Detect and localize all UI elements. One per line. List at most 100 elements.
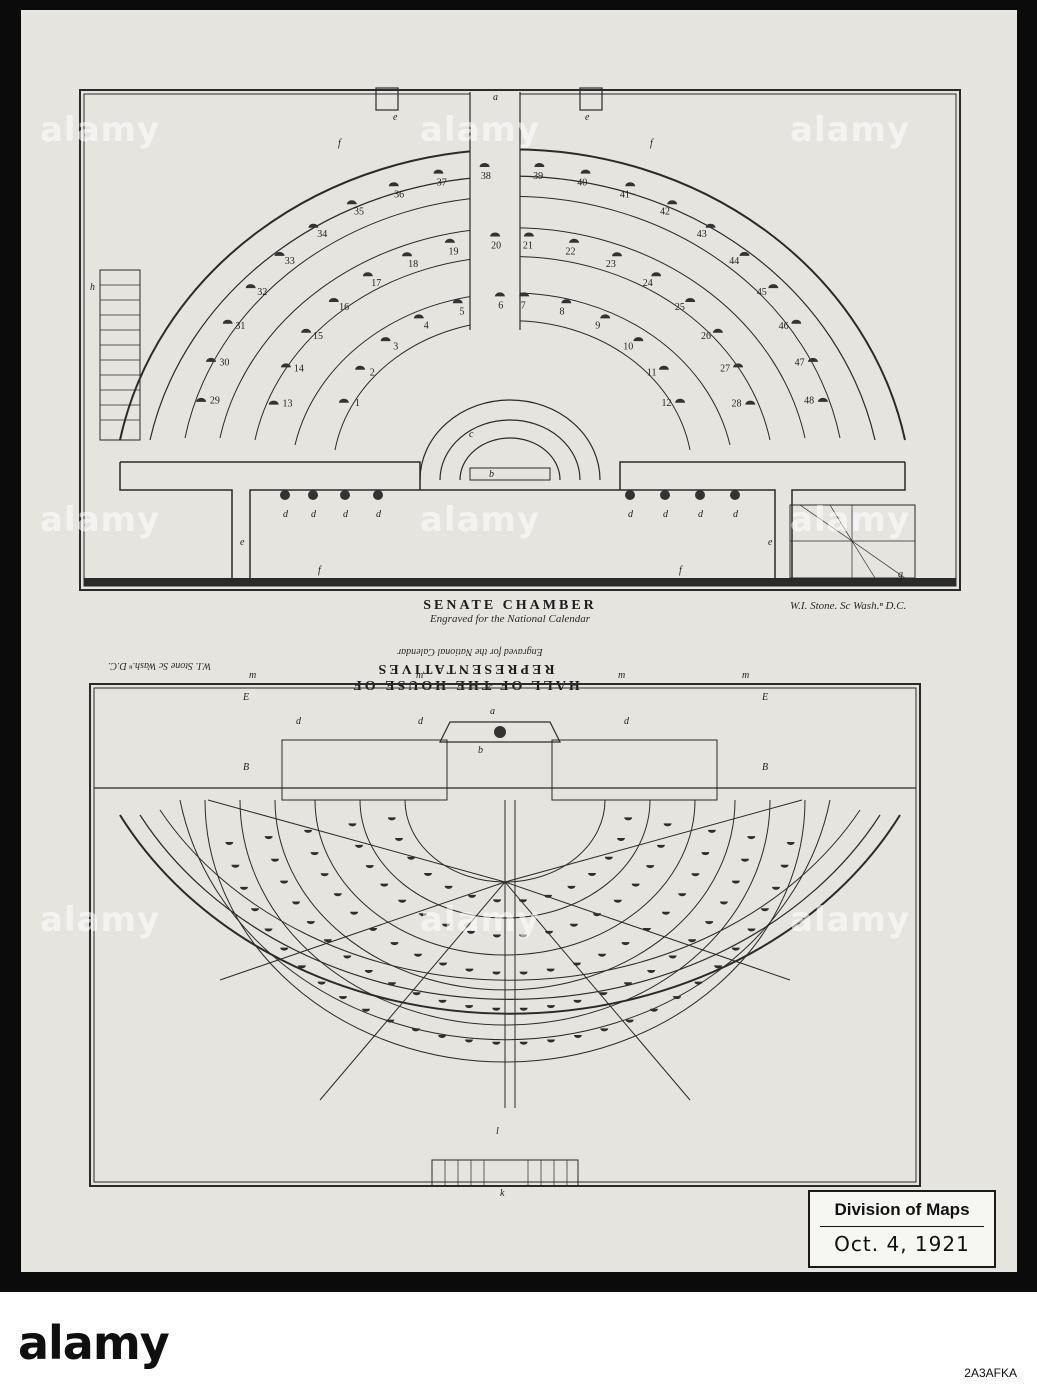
house-label-B-1: B xyxy=(243,762,249,773)
house-label-d-1: d xyxy=(296,716,302,727)
house-desk-icon xyxy=(760,908,769,912)
senate-desk-icon xyxy=(612,252,622,257)
house-desk-icon xyxy=(668,955,677,959)
house-desk-icon xyxy=(588,873,596,876)
senate-seat-number: 2 xyxy=(370,368,375,379)
senate-desk-icon xyxy=(338,398,349,403)
house-desk-icon xyxy=(673,996,681,1000)
house-desk-icon xyxy=(264,836,273,840)
senate-desk-icon xyxy=(685,298,696,302)
house-desk-icon xyxy=(388,982,396,986)
senate-desk-icon xyxy=(705,223,716,228)
label-f-3: f xyxy=(338,138,342,149)
niche-left xyxy=(375,87,399,111)
house-desk-icon xyxy=(519,934,528,938)
house-desk-icon xyxy=(573,999,582,1003)
house-desk-icon xyxy=(518,899,527,903)
house-desk-icon xyxy=(599,992,608,996)
label-c: c xyxy=(469,429,474,440)
house-desk-icon xyxy=(707,829,716,833)
house-desk-icon xyxy=(438,1035,447,1038)
house-desk-icon xyxy=(419,913,427,917)
senate-seat-number: 1 xyxy=(355,398,360,409)
house-desk-icon xyxy=(621,942,630,946)
house-desk-icon xyxy=(572,962,581,966)
house-desk-icon xyxy=(624,817,633,821)
house-desk-icon xyxy=(468,894,476,898)
niche-right xyxy=(579,87,603,111)
senate-title: SENATE CHAMBER xyxy=(423,598,597,613)
house-desk-icon xyxy=(598,953,606,957)
house-desk-icon xyxy=(231,864,240,868)
house-label-B-2: B xyxy=(762,762,768,773)
house-desk-icon xyxy=(386,1019,395,1023)
house-desk-icon xyxy=(387,817,396,821)
label-d-7: d xyxy=(698,509,704,520)
label-d-1: d xyxy=(283,509,289,520)
house-desk-icon xyxy=(251,908,260,912)
house-desk-icon xyxy=(731,880,740,884)
house-desk-icon xyxy=(439,962,448,966)
senate-desk-icon xyxy=(301,328,312,333)
senate-desk-icon xyxy=(768,284,779,289)
label-h: h xyxy=(90,282,95,293)
senate-desk-icon xyxy=(490,232,501,237)
house-desk-icon xyxy=(350,911,359,915)
house-desk-icon xyxy=(656,844,665,848)
senate-seat-number: 7 xyxy=(521,300,526,311)
senate-seat-number: 33 xyxy=(285,256,295,267)
house-desk-icon xyxy=(624,982,632,986)
house-desk-icon xyxy=(613,899,622,903)
label-e-3: e xyxy=(240,537,245,548)
senate-seat-number: 32 xyxy=(257,287,267,298)
house-desk-icon xyxy=(625,1019,634,1023)
house-desk-icon xyxy=(646,865,655,869)
house-desk-icon xyxy=(280,880,289,884)
senate-seat-number: 43 xyxy=(697,229,707,240)
senate-desk-icon xyxy=(523,232,534,237)
house-desk-icon xyxy=(519,1041,528,1045)
house-label-d-3: d xyxy=(624,716,630,727)
senate-desk-icon xyxy=(658,365,669,370)
house-desk-icons xyxy=(225,817,795,1045)
label-e-4: e xyxy=(768,537,773,548)
label-d-8: d xyxy=(733,509,739,520)
senate-desk-icon xyxy=(433,169,444,174)
house-label-a: a xyxy=(490,706,495,717)
house-desk-icon xyxy=(691,873,700,877)
house-desk-icon xyxy=(424,873,432,876)
house-label-m-2: m xyxy=(416,670,423,681)
label-d-5: d xyxy=(628,509,634,520)
senate-seat-number: 15 xyxy=(313,331,323,342)
senate-seat-number: 25 xyxy=(675,302,685,313)
senate-desk-icon xyxy=(712,328,723,333)
house-desk-icon xyxy=(631,883,640,887)
senate-seat-number: 11 xyxy=(647,368,657,379)
senate-engraver: W.I. Stone. Sc Wash.ⁿ D.C. xyxy=(790,600,907,612)
senate-seat-number: 39 xyxy=(533,171,543,182)
house-desk-icon xyxy=(438,999,447,1003)
house-desk-icon xyxy=(395,838,403,841)
senate-desk-icon xyxy=(494,292,505,297)
house-desk-icon xyxy=(772,886,780,890)
watermark-logo-4: alamy xyxy=(40,500,161,540)
presidents-platform xyxy=(419,399,601,481)
house-desk-icon xyxy=(398,899,407,903)
senate-desk-icon xyxy=(667,200,678,205)
senate-seat-number: 12 xyxy=(662,398,672,409)
house-desk-icon xyxy=(465,1005,474,1009)
image-id: 2A3AFKA xyxy=(964,1366,1017,1380)
division-of-maps-stamp: Division of Maps Oct. 4, 1921 xyxy=(808,1190,996,1268)
house-desk-icon xyxy=(412,992,421,996)
senate-seat-number: 27 xyxy=(720,364,730,375)
senate-desk-icon xyxy=(519,292,530,297)
senate-desk-icon xyxy=(745,400,756,405)
label-g: g xyxy=(898,569,903,580)
senate-desk-icon xyxy=(222,319,233,324)
stock-banner xyxy=(0,1292,1037,1390)
senate-desk-icon xyxy=(791,319,802,324)
house-label-m-3: m xyxy=(618,670,625,681)
senate-seat-number: 17 xyxy=(371,278,381,289)
house-desk-icon xyxy=(292,901,301,905)
senate-seat-number: 46 xyxy=(779,321,789,332)
